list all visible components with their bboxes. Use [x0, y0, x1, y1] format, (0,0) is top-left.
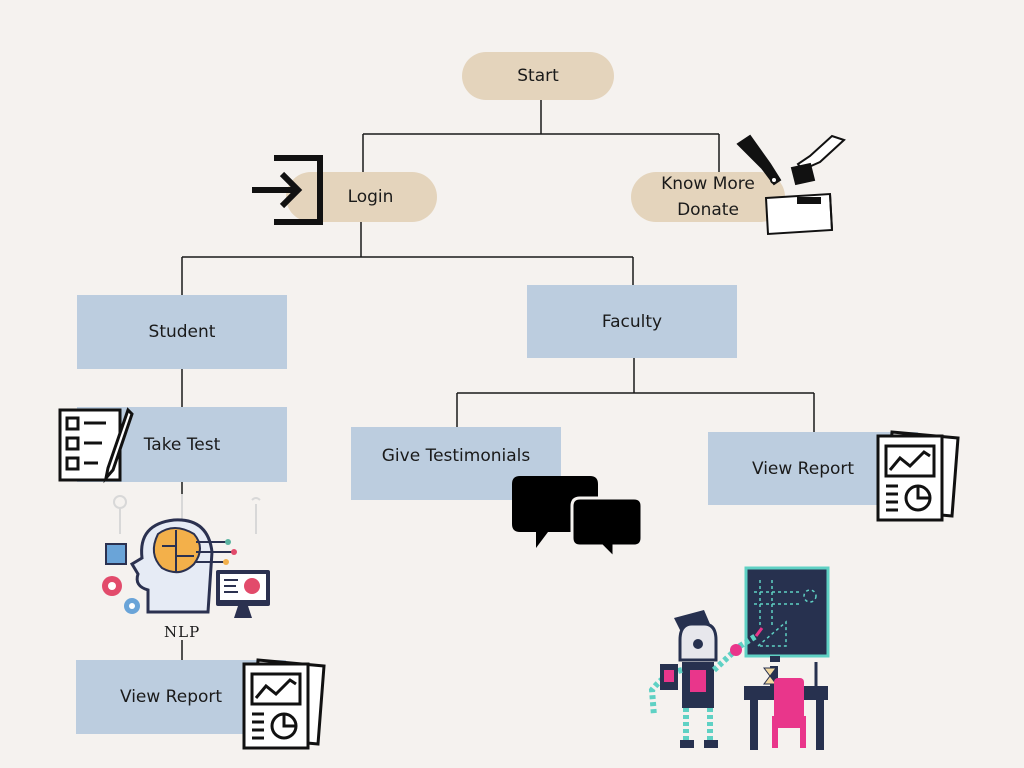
start-label: Start: [517, 66, 559, 86]
donate-label: Donate: [677, 200, 739, 220]
student-view-report-label: View Report: [119, 687, 223, 707]
chat-bubbles-icon: [512, 476, 644, 560]
faculty-view-report-label: View Report: [751, 458, 855, 479]
faculty-node[interactable]: Faculty: [527, 285, 737, 358]
ai-brain-nlp-icon: [102, 494, 270, 618]
checklist-icon: [58, 407, 134, 484]
login-arrow-icon: [252, 155, 323, 225]
know-more-donate-node[interactable]: Know More Donate: [631, 172, 785, 222]
faculty-label: Faculty: [601, 311, 663, 332]
report-chart-icon: [876, 430, 960, 522]
login-node[interactable]: Login: [286, 172, 437, 222]
take-test-label: Take Test: [143, 434, 221, 455]
report-chart-icon: [242, 658, 326, 750]
login-label: Login: [347, 187, 394, 207]
nlp-label: NLP: [164, 623, 201, 641]
give-testimonials-label: Give Testimonials: [381, 445, 531, 466]
start-node[interactable]: Start: [462, 52, 614, 100]
student-node[interactable]: Student: [77, 295, 287, 369]
give-testimonials-node[interactable]: Give Testimonials: [351, 427, 561, 500]
student-label: Student: [148, 322, 216, 342]
donate-hands-icon: [736, 134, 846, 236]
robot-teacher-icon: [648, 566, 830, 750]
know-more-label: Know More: [661, 174, 755, 194]
